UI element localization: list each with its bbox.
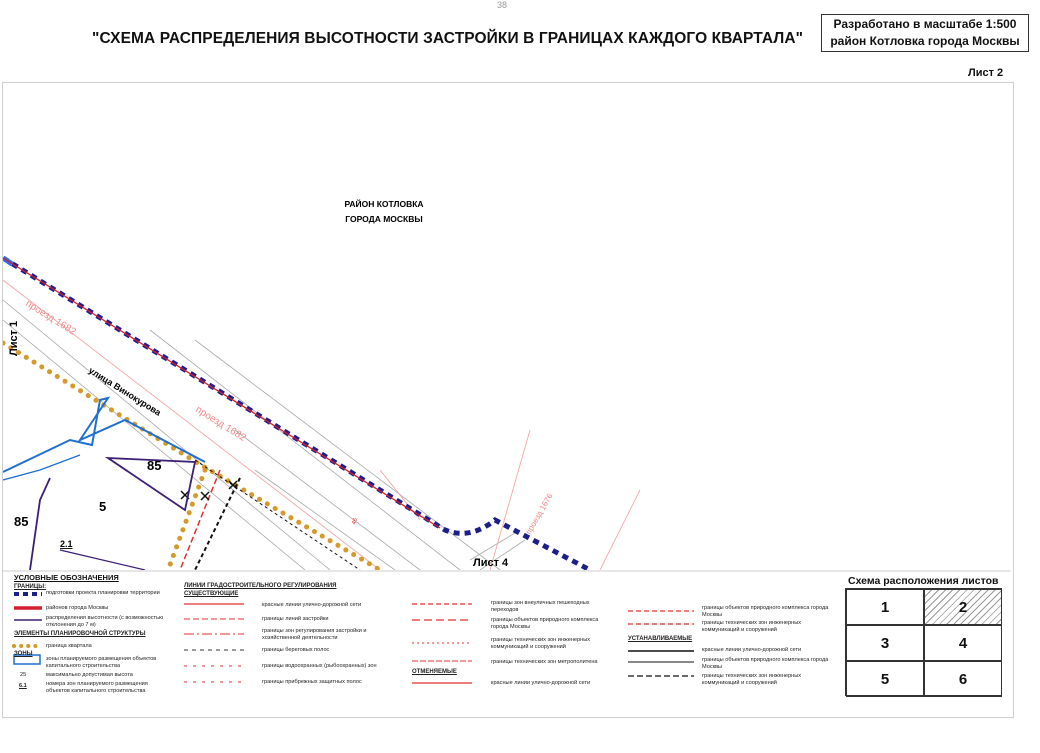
quarter-boundary xyxy=(3,340,383,570)
legend-col3-4: границы технических зон метрополитена xyxy=(491,659,598,665)
district-label-line2: ГОРОДА МОСКВЫ xyxy=(345,214,422,224)
sheet-cell-6[interactable]: 6 xyxy=(924,661,1002,697)
legend-existing-head: СУЩЕСТВУЮЩИЕ xyxy=(184,591,239,597)
small-label: 46 xyxy=(351,517,359,526)
quarter-boundary-2 xyxy=(165,467,208,570)
legend-established-head: УСТАНАВЛИВАЕМЫЕ xyxy=(628,636,693,642)
district-border xyxy=(3,257,441,529)
sheet-label-bottom: Лист 4 xyxy=(473,557,509,569)
legend-symbols-col3 xyxy=(412,603,472,684)
legend-zone-1: зоны планируемого размещения объектов ка… xyxy=(46,656,157,669)
legend-col3-3: границы технических зон инженерных комму… xyxy=(491,637,591,650)
legend-border-3: распределения высотности (с возможностью… xyxy=(46,615,164,628)
page-number: 38 xyxy=(497,0,508,10)
sheet-cell-4[interactable]: 4 xyxy=(924,625,1002,661)
faint-red-lines xyxy=(3,279,641,570)
proezd-label-right: проезд 1676 xyxy=(524,491,555,536)
height-border xyxy=(29,456,197,570)
legend-zone-sample-height: 25 xyxy=(20,672,27,678)
sheet-cell-5[interactable]: 5 xyxy=(846,661,924,697)
legend-col3-1: границы зон внеуличных пешеходных перехо… xyxy=(491,600,590,613)
page-title: "СХЕМА РАСПРЕДЕЛЕНИЯ ВЫСОТНОСТИ ЗАСТРОЙК… xyxy=(92,30,804,47)
sheet-cell-3[interactable]: 3 xyxy=(846,625,924,661)
legend-col2-1: красные линии улично-дорожной сети xyxy=(262,602,362,608)
sheet-cell-2[interactable]: 2 xyxy=(924,589,1002,625)
legend-borders-head: ГРАНИЦЫ: xyxy=(14,584,47,590)
zone-border-blue xyxy=(3,396,206,473)
road-lines xyxy=(3,299,526,570)
map-frame xyxy=(2,82,1014,718)
block-5: 5 xyxy=(99,499,106,514)
legend-element-1: граница квартала xyxy=(46,643,92,649)
legend-zone-sample-number: 6.1 xyxy=(19,683,27,689)
legend-border-2: районов города Москвы xyxy=(46,605,109,611)
block-85-a: 85 xyxy=(147,458,161,473)
legend-col2-3: границы зон регулирования застройки и хо… xyxy=(262,628,367,641)
legend-zone-3: номера зон планируемого размещения объек… xyxy=(46,681,148,694)
legend-col2-2: границы линий застройки xyxy=(262,616,329,622)
legend-symbols-col2 xyxy=(184,603,244,683)
legend-col4-5: границы технических зон инженерных комму… xyxy=(702,673,802,686)
zone-label: 2.1 xyxy=(60,539,73,549)
proezd-label-upper: проезд 1682 xyxy=(23,298,78,338)
legend-cancelled-1: красные линии улично-дорожной сети xyxy=(491,680,591,686)
scale-box: Разработано в масштабе 1:500 район Котло… xyxy=(821,14,1029,52)
tech-zone-line xyxy=(194,477,241,570)
proezd-label-lower: проезд 1682 xyxy=(193,404,248,444)
legend-zones-head: ЗОНЫ xyxy=(14,651,33,657)
height-border-2 xyxy=(59,549,146,570)
sheet-cell-1[interactable]: 1 xyxy=(846,589,924,625)
cross-marks xyxy=(180,480,238,501)
scale-text: Разработано в масштабе 1:500 xyxy=(833,17,1017,31)
legend-symbols-col4 xyxy=(628,610,694,677)
legend-elements-head: ЭЛЕМЕНТЫ ПЛАНИРОВОЧНОЙ СТРУКТУРЫ xyxy=(14,631,146,637)
district-label-line1: РАЙОН КОТЛОВКА xyxy=(344,198,423,209)
block-85-b: 85 xyxy=(14,514,28,529)
district-text: район Котловка города Москвы xyxy=(830,34,1020,48)
legend-col4-1: границы объектов природного комплекса го… xyxy=(702,605,829,618)
sheet-scheme-grid: 1 2 3 4 5 6 xyxy=(845,588,1002,697)
legend-col4-3: красные линии улично-дорожной сети xyxy=(702,647,802,653)
sheet-scheme-title: Схема расположения листов xyxy=(848,575,999,587)
project-border xyxy=(3,255,592,570)
legend-title: УСЛОВНЫЕ ОБОЗНАЧЕНИЯ xyxy=(14,573,119,582)
legend-col2-5: границы водоохранных (рыбоохранных) зон xyxy=(262,663,377,669)
legend-col4-4: границы объектов природного комплекса го… xyxy=(702,657,829,670)
sheet-label-current: Лист 2 xyxy=(968,67,1004,79)
legend-border-1: подготовки проекта планировки территории xyxy=(46,590,160,596)
legend-col2-6: границы прибрежных защитных полос xyxy=(262,679,362,685)
legend-cancelled-head: ОТМЕНЯЕМЫЕ xyxy=(412,669,457,675)
legend-col3-2: границы объектов природного комплекса го… xyxy=(491,617,599,630)
legend-lines-head: ЛИНИИ ГРАДОСТРОИТЕЛЬНОГО РЕГУЛИРОВАНИЯ xyxy=(184,583,337,589)
legend-col2-4: границы береговых полос xyxy=(262,647,330,653)
sheet-label-left: Лист 1 xyxy=(8,321,20,356)
legend-zone-2: максимально допустимая высота xyxy=(46,672,133,678)
legend-symbols-col1 xyxy=(12,592,44,665)
legend-col4-2: границы технических зон инженерных комму… xyxy=(702,620,802,633)
zone-border-blue-2 xyxy=(3,454,81,481)
